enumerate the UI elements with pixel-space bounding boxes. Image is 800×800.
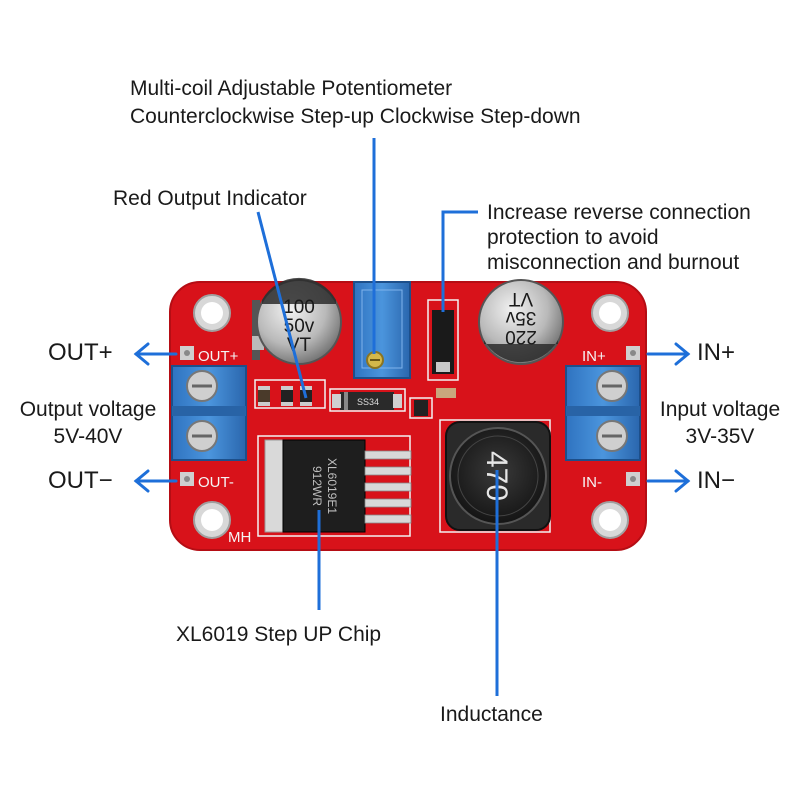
label-in-plus: IN+ <box>697 339 736 366</box>
cap-left-voltage: 50v <box>284 316 315 337</box>
schottky-diode: SS34 <box>332 392 402 410</box>
silk-out-minus: OUT- <box>198 474 234 491</box>
label-red-indicator: Red Output Indicator <box>113 187 307 210</box>
reverse-protection-component <box>432 310 454 374</box>
arrow-out-minus <box>133 469 178 493</box>
cap-right-brand: VT <box>508 288 533 309</box>
silk-in-minus: IN- <box>582 474 602 491</box>
cap-left-value: 100 <box>283 297 315 318</box>
label-out-plus: OUT+ <box>48 339 113 366</box>
smd-components <box>258 386 456 416</box>
mounting-holes <box>193 294 629 539</box>
label-inductance: Inductance <box>440 703 543 726</box>
indicator-leader <box>256 211 308 399</box>
chip-model: XL6019E1 <box>325 458 339 514</box>
label-output-voltage: Output voltage <box>19 398 157 421</box>
terminal-block-input <box>565 365 641 461</box>
terminal-block-output <box>171 365 247 461</box>
potentiometer <box>353 281 411 379</box>
arrow-in-plus <box>646 342 691 366</box>
diode-label: SS34 <box>357 397 379 407</box>
silk-mh: MH <box>228 529 251 546</box>
silk-out-plus: OUT+ <box>198 348 239 365</box>
xl6019-chip: XL6019E1 912WR <box>264 439 412 533</box>
label-protection-line2: protection to avoid <box>487 226 659 249</box>
label-in-minus: IN− <box>697 467 736 494</box>
arrow-in-minus <box>646 469 691 493</box>
label-potentiometer-desc: Counterclockwise Step-up Clockwise Step-… <box>130 105 581 128</box>
callout-lines <box>256 138 499 696</box>
chip-code: 912WR <box>310 466 324 506</box>
cap-right-value: 220 <box>505 326 537 347</box>
label-protection-line1: Increase reverse connection <box>487 201 751 224</box>
label-out-minus: OUT− <box>48 467 113 494</box>
silk-in-plus: IN+ <box>582 348 606 365</box>
label-output-voltage-range: 5V-40V <box>53 425 123 448</box>
protection-leader <box>441 210 478 312</box>
arrow-out-plus <box>133 342 178 366</box>
solder-pads <box>180 346 640 486</box>
capacitor-input: 220 35v VT <box>478 279 564 365</box>
label-potentiometer-title: Multi-coil Adjustable Potentiometer <box>130 77 453 100</box>
label-input-voltage: Input voltage <box>659 398 781 421</box>
cap-right-voltage: 35v <box>505 307 536 328</box>
label-chip: XL6019 Step UP Chip <box>176 623 382 646</box>
arrows <box>133 342 691 493</box>
label-protection-line3: misconnection and burnout <box>487 251 740 274</box>
label-input-voltage-range: 3V-35V <box>685 425 755 448</box>
